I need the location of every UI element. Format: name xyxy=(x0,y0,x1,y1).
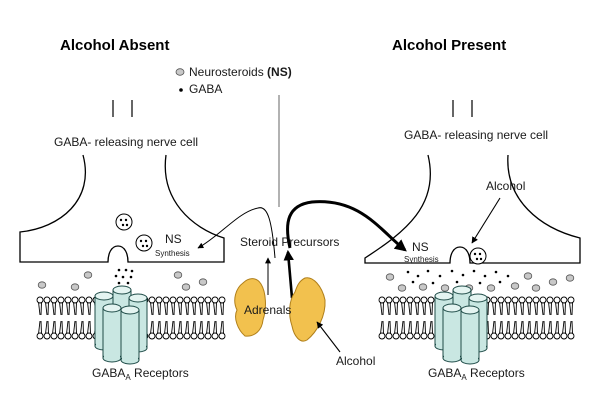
left-panel-title: Alcohol Absent xyxy=(60,37,169,54)
precursor-to-right-ns-arrow xyxy=(286,200,407,252)
left-adrenal-gland xyxy=(234,278,266,337)
left-vesicle-2 xyxy=(135,234,153,252)
right-ns-label: NS xyxy=(412,240,429,254)
right-receptor-label: GABAA Receptors xyxy=(428,366,525,382)
center-alcohol-arrow xyxy=(316,321,341,353)
right-synthesis-label: Synthesis xyxy=(404,255,439,264)
right-cell-label: GABA- releasing nerve cell xyxy=(404,128,548,142)
right-nerve-terminal xyxy=(364,154,581,264)
legend-neurosteroids-label: Neurosteroids (NS) xyxy=(189,65,292,79)
left-cell-label: GABA- releasing nerve cell xyxy=(54,135,198,149)
right-alcohol-label: Alcohol xyxy=(486,179,525,193)
center-alcohol-label: Alcohol xyxy=(336,354,375,368)
right-adrenal-gland xyxy=(289,277,326,342)
left-ns-label: NS xyxy=(165,232,182,246)
left-vesicle-1 xyxy=(115,213,133,231)
precursor-to-left-ns-arrow xyxy=(197,207,276,259)
left-released-gaba xyxy=(114,268,134,285)
left-nerve-terminal xyxy=(19,154,225,263)
left-receptor-label: GABAA Receptors xyxy=(92,366,189,382)
adrenal-to-precursor-thick-arrow xyxy=(283,249,294,299)
right-vesicle xyxy=(469,247,487,265)
right-alcohol-arrow xyxy=(471,197,501,244)
right-panel-title: Alcohol Present xyxy=(392,37,506,54)
left-neuron xyxy=(19,100,225,263)
left-gaba-a-receptor xyxy=(94,285,148,365)
gaba-legend-icon xyxy=(179,88,183,92)
neurosteroid-legend-icon xyxy=(175,68,185,76)
left-neurosteroids xyxy=(37,271,208,291)
right-gaba-a-receptor xyxy=(434,285,488,365)
right-neurosteroids xyxy=(385,272,575,292)
right-neuron xyxy=(364,100,581,265)
left-synthesis-label: Synthesis xyxy=(155,249,190,258)
legend: Neurosteroids (NS) GABA xyxy=(175,65,292,96)
legend-gaba-label: GABA xyxy=(189,82,222,96)
adrenals-label: Adrenals xyxy=(244,303,291,317)
right-released-gaba xyxy=(406,269,510,285)
